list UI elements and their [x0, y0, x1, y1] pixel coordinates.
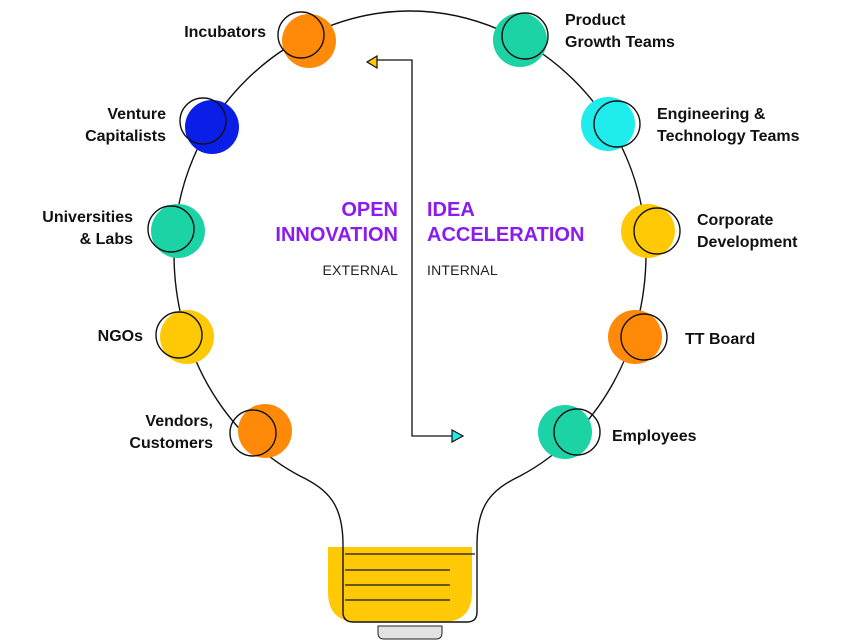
ring-dot-icon	[160, 310, 214, 364]
node-label-line: Customers	[129, 435, 213, 452]
node-ring	[277, 11, 325, 59]
node-label-line: Vendors,	[145, 413, 213, 430]
node-label-line: Engineering &	[657, 106, 766, 123]
node-ring	[501, 12, 549, 60]
ring-dot-icon	[151, 204, 205, 258]
node-ring	[229, 409, 277, 457]
node-label-product-growth-teams: Product Growth Teams	[565, 10, 675, 54]
node-label-corporate-development: Corporate Development	[697, 210, 797, 254]
external-label: EXTERNAL	[322, 262, 398, 278]
flow-arrow-top	[365, 54, 378, 70]
heading-line: OPEN	[341, 199, 398, 221]
node-ring	[620, 313, 668, 361]
node-label-line: Development	[697, 234, 798, 251]
ring-dot-icon	[581, 97, 635, 151]
node-label-ngos: NGOs	[98, 326, 143, 348]
ring-dot-icon	[608, 310, 662, 364]
ring-dot-icon	[282, 14, 336, 68]
node-ring	[147, 205, 195, 253]
node-label-venture-capitalists: Venture Capitalists	[85, 104, 166, 148]
node-label-tt-board: TT Board	[685, 329, 755, 351]
node-ring	[633, 207, 681, 255]
node-ring	[179, 97, 227, 145]
flow-connector	[377, 59, 452, 437]
node-ring	[155, 311, 203, 359]
node-label-line: NGOs	[97, 328, 143, 345]
node-label-line: Venture	[107, 106, 166, 123]
node-label-engineering-technology-teams: Engineering & Technology Teams	[657, 104, 800, 148]
node-label-line: & Labs	[79, 231, 133, 248]
idea-acceleration-block: IDEA ACCELERATION INTERNAL	[427, 198, 584, 278]
node-label-line: Incubators	[184, 24, 266, 41]
internal-label: INTERNAL	[427, 262, 498, 278]
heading-line: IDEA	[427, 199, 475, 221]
node-label-line: Universities	[42, 209, 133, 226]
node-label-line: Product	[565, 12, 626, 29]
node-ring	[553, 408, 601, 456]
node-label-line: Technology Teams	[657, 128, 800, 145]
open-innovation-block: OPEN INNOVATION EXTERNAL	[275, 198, 398, 278]
open-innovation-heading: OPEN INNOVATION	[275, 198, 398, 248]
node-label-vendors-customers: Vendors, Customers	[129, 411, 213, 455]
ring-dot-icon	[493, 13, 547, 67]
node-ring	[593, 100, 641, 148]
node-label-universities-labs: Universities & Labs	[42, 207, 133, 251]
ring-dot-icon	[538, 405, 592, 459]
ring-dot-icon	[238, 404, 292, 458]
flow-arrow-bottom	[451, 428, 465, 444]
bulb-cap	[377, 625, 443, 640]
bulb-outline	[173, 10, 647, 623]
node-label-line: Capitalists	[85, 128, 166, 145]
node-label-employees: Employees	[612, 426, 696, 448]
heading-line: INNOVATION	[275, 224, 398, 246]
idea-acceleration-heading: IDEA ACCELERATION	[427, 198, 584, 248]
node-label-line: Growth Teams	[565, 34, 675, 51]
node-label-line: TT Board	[685, 331, 756, 348]
node-label-line: Corporate	[697, 212, 774, 229]
node-label-incubators: Incubators	[184, 22, 266, 44]
ring-dot-icon	[185, 100, 239, 154]
node-label-line: Employees	[612, 428, 697, 445]
heading-line: ACCELERATION	[427, 224, 585, 246]
ring-dot-icon	[621, 204, 675, 258]
